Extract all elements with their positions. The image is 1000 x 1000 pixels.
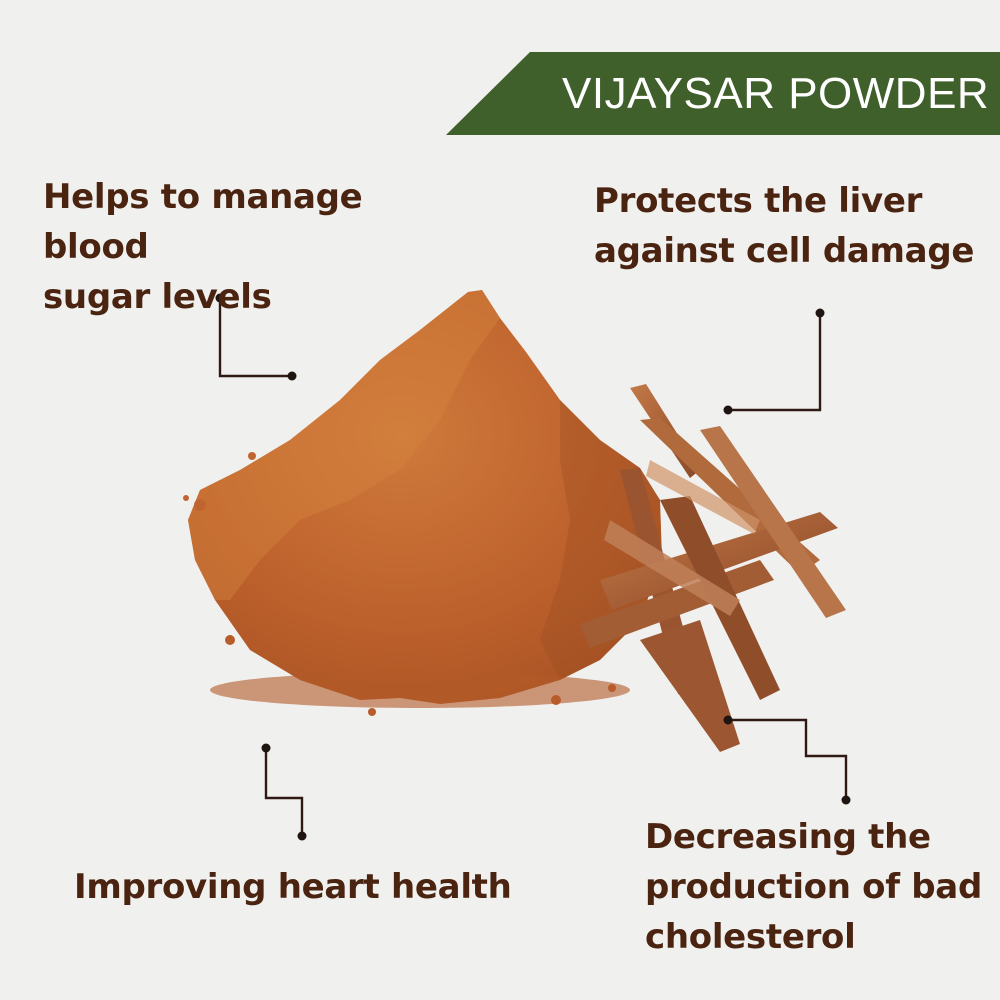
- connector-liver: [723, 308, 825, 415]
- title-banner: [446, 52, 1000, 135]
- connector-cholesterol: [723, 715, 851, 805]
- powder-pile-image: [183, 290, 662, 716]
- benefit-blood-sugar: Helps to manage blood sugar levels: [43, 177, 363, 317]
- benefit-heart: Improving heart health: [74, 867, 512, 907]
- benefit-liver: Protects the liver against cell damage: [594, 181, 975, 271]
- wood-chips-image: [580, 384, 846, 752]
- benefit-cholesterol: Decreasing the production of bad cholest…: [645, 817, 982, 957]
- banner-title: VIJAYSAR POWDER: [562, 69, 990, 118]
- connector-heart: [261, 743, 307, 841]
